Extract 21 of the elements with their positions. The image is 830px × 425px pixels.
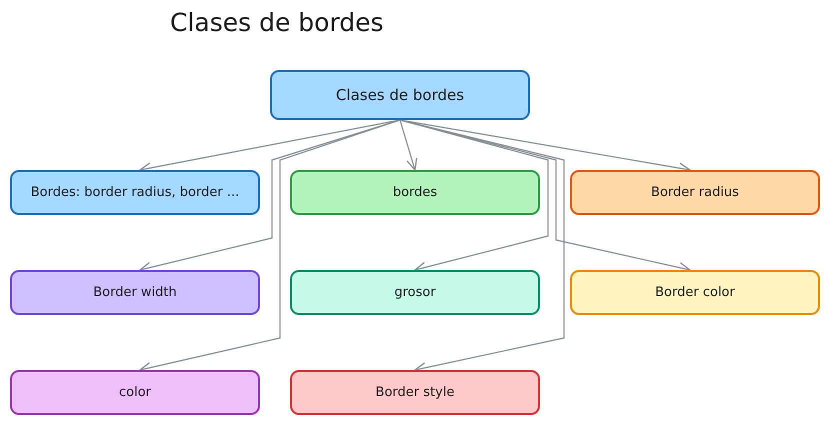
diagram-title: Clases de bordes: [170, 8, 384, 37]
process-box: [570, 170, 820, 215]
process-box: [290, 170, 540, 215]
node-label: color: [118, 385, 151, 400]
node-label: Border width: [93, 285, 177, 300]
process-box: [10, 270, 260, 315]
node-label: Border style: [376, 385, 454, 400]
process-box: [10, 370, 260, 415]
node-label: Border color: [655, 285, 735, 300]
node-label: Border radius: [651, 185, 739, 200]
process-box: [290, 370, 540, 415]
arrow: [139, 119, 400, 273]
node-label: Bordes: border radius, border ...: [30, 185, 240, 200]
process-box: [290, 270, 540, 315]
node-label: grosor: [394, 285, 436, 300]
node-label: bordes: [392, 185, 438, 200]
arrow: [399, 120, 418, 171]
process-box: [10, 170, 260, 215]
node-label: Clases de bordes: [336, 86, 464, 104]
process-box: [570, 270, 820, 315]
process-box: [270, 70, 530, 120]
